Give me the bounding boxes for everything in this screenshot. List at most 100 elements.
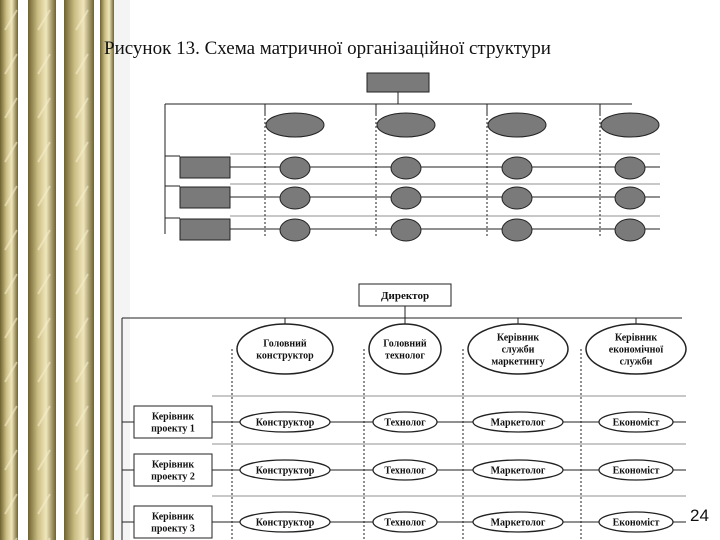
top-column-ellipse [265, 112, 325, 138]
cell-ellipse [372, 459, 438, 481]
column-head-ellipse [585, 323, 687, 375]
top-cell-ellipse [501, 156, 533, 180]
top-cell-ellipse [501, 186, 533, 210]
stripe-highlight [37, 53, 51, 75]
top-row-box [179, 156, 231, 179]
stripe-highlight [75, 185, 89, 207]
top-column-ellipse [376, 112, 436, 138]
gold-stripe [64, 0, 94, 540]
row-head-label: проекту 2 [151, 472, 195, 483]
cell-ellipse [472, 511, 564, 533]
cell-ellipse [372, 411, 438, 433]
stripe-highlight [37, 9, 51, 31]
gold-stripe [28, 0, 56, 540]
row-head-box [133, 405, 213, 439]
column-head-label: технолог [385, 351, 425, 362]
stripe-highlight [37, 97, 51, 119]
top-row-box [179, 186, 231, 209]
stripe-highlight [37, 317, 51, 339]
cell-label: Конструктор [256, 418, 315, 429]
top-cell-ellipse [614, 218, 646, 242]
cell-label: Конструктор [256, 466, 315, 477]
top-cell-ellipse [390, 156, 422, 180]
stripe-highlight [75, 141, 89, 163]
top-cell-ellipse [390, 218, 422, 242]
column-head-label: конструктор [256, 351, 314, 362]
top-cell-ellipse [614, 156, 646, 180]
decorative-side-stripes [0, 0, 130, 540]
stripe-highlight [4, 273, 18, 295]
column-head-label: Керівник [497, 333, 540, 344]
stripe-highlight [37, 405, 51, 427]
top-column-ellipse [600, 112, 660, 138]
cell-ellipse [472, 411, 564, 433]
stripe-highlight [4, 317, 18, 339]
stripe-highlight [37, 493, 51, 515]
stripe-shadow [114, 0, 130, 540]
column-head-ellipse [236, 323, 334, 375]
cell-label: Маркетолог [491, 518, 546, 529]
column-head-ellipse [467, 323, 569, 375]
cell-label: Технолог [384, 418, 426, 429]
stripe-highlight [4, 185, 18, 207]
stripe-highlight [75, 493, 89, 515]
cell-label: Технолог [384, 466, 426, 477]
slide-title: Рисунок 13. Схема матричної організаційн… [104, 38, 551, 59]
cell-ellipse [239, 459, 331, 481]
top-cell-ellipse [279, 218, 311, 242]
stripe-highlight [4, 405, 18, 427]
stripe-highlight [75, 317, 89, 339]
stripe-highlight [37, 273, 51, 295]
stripe-highlight [75, 97, 89, 119]
cell-label: Маркетолог [491, 466, 546, 477]
stripe-highlight [75, 273, 89, 295]
row-head-label: Керівник [152, 412, 195, 423]
top-cell-ellipse [390, 186, 422, 210]
gold-stripe [100, 0, 114, 540]
gold-stripe [0, 0, 18, 540]
cell-ellipse [598, 459, 674, 481]
stripe-highlight [37, 185, 51, 207]
top-cell-ellipse [614, 186, 646, 210]
column-head-label: Головний [383, 339, 427, 350]
column-head-label: Головний [263, 339, 307, 350]
cell-ellipse [239, 511, 331, 533]
cell-ellipse [598, 411, 674, 433]
column-head-label: маркетингу [491, 357, 544, 368]
stripe-highlight [4, 9, 18, 31]
cell-label: Маркетолог [491, 418, 546, 429]
row-head-label: проекту 3 [151, 524, 195, 535]
stripe-highlight [4, 449, 18, 471]
top-row-box [179, 218, 231, 241]
row-head-label: проекту 1 [151, 424, 195, 435]
cell-ellipse [598, 511, 674, 533]
column-head-label: Керівник [615, 333, 658, 344]
page-number: 24 [690, 506, 709, 525]
row-head-label: Керівник [152, 512, 195, 523]
column-head-ellipse [368, 323, 442, 375]
stripe-highlight [37, 229, 51, 251]
stripe-highlight [4, 53, 18, 75]
cell-ellipse [372, 511, 438, 533]
column-head-label: служби [620, 357, 653, 368]
cell-label: Економіст [613, 466, 660, 477]
row-head-box [133, 453, 213, 487]
director-label: Директор [381, 290, 429, 302]
top-root-box [366, 72, 430, 93]
stripe-highlight [4, 493, 18, 515]
stripe-highlight [75, 9, 89, 31]
stripe-highlight [4, 361, 18, 383]
top-cell-ellipse [279, 156, 311, 180]
column-head-label: економічної [609, 345, 664, 356]
top-cell-ellipse [279, 186, 311, 210]
cell-label: Технолог [384, 518, 426, 529]
cell-ellipse [472, 459, 564, 481]
column-head-label: служби [502, 345, 535, 356]
stripe-highlight [75, 53, 89, 75]
cell-label: Економіст [613, 418, 660, 429]
stripe-highlight [75, 405, 89, 427]
stripe-highlight [75, 229, 89, 251]
stripe-highlight [37, 449, 51, 471]
cell-label: Конструктор [256, 518, 315, 529]
